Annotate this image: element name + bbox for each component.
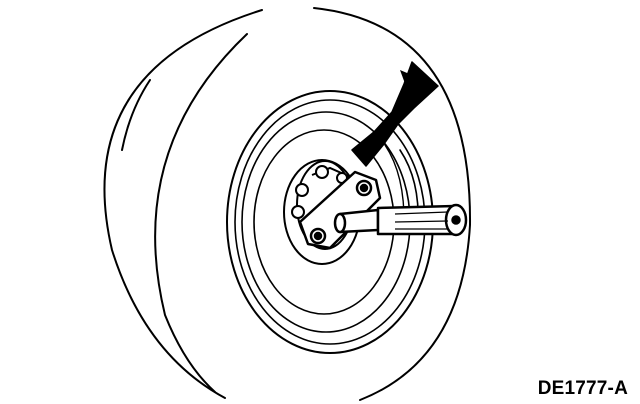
bolt	[313, 231, 323, 241]
retainer-plate	[298, 170, 382, 250]
wheel-stud	[295, 183, 309, 197]
tire-outline	[103, 7, 472, 401]
axle-shaft	[333, 203, 468, 237]
wheel-stud	[291, 205, 305, 219]
arrow-icon	[351, 61, 439, 167]
bolt	[359, 183, 369, 193]
wheel-stud	[315, 165, 329, 179]
figure-code: DE1777-A	[537, 378, 628, 399]
